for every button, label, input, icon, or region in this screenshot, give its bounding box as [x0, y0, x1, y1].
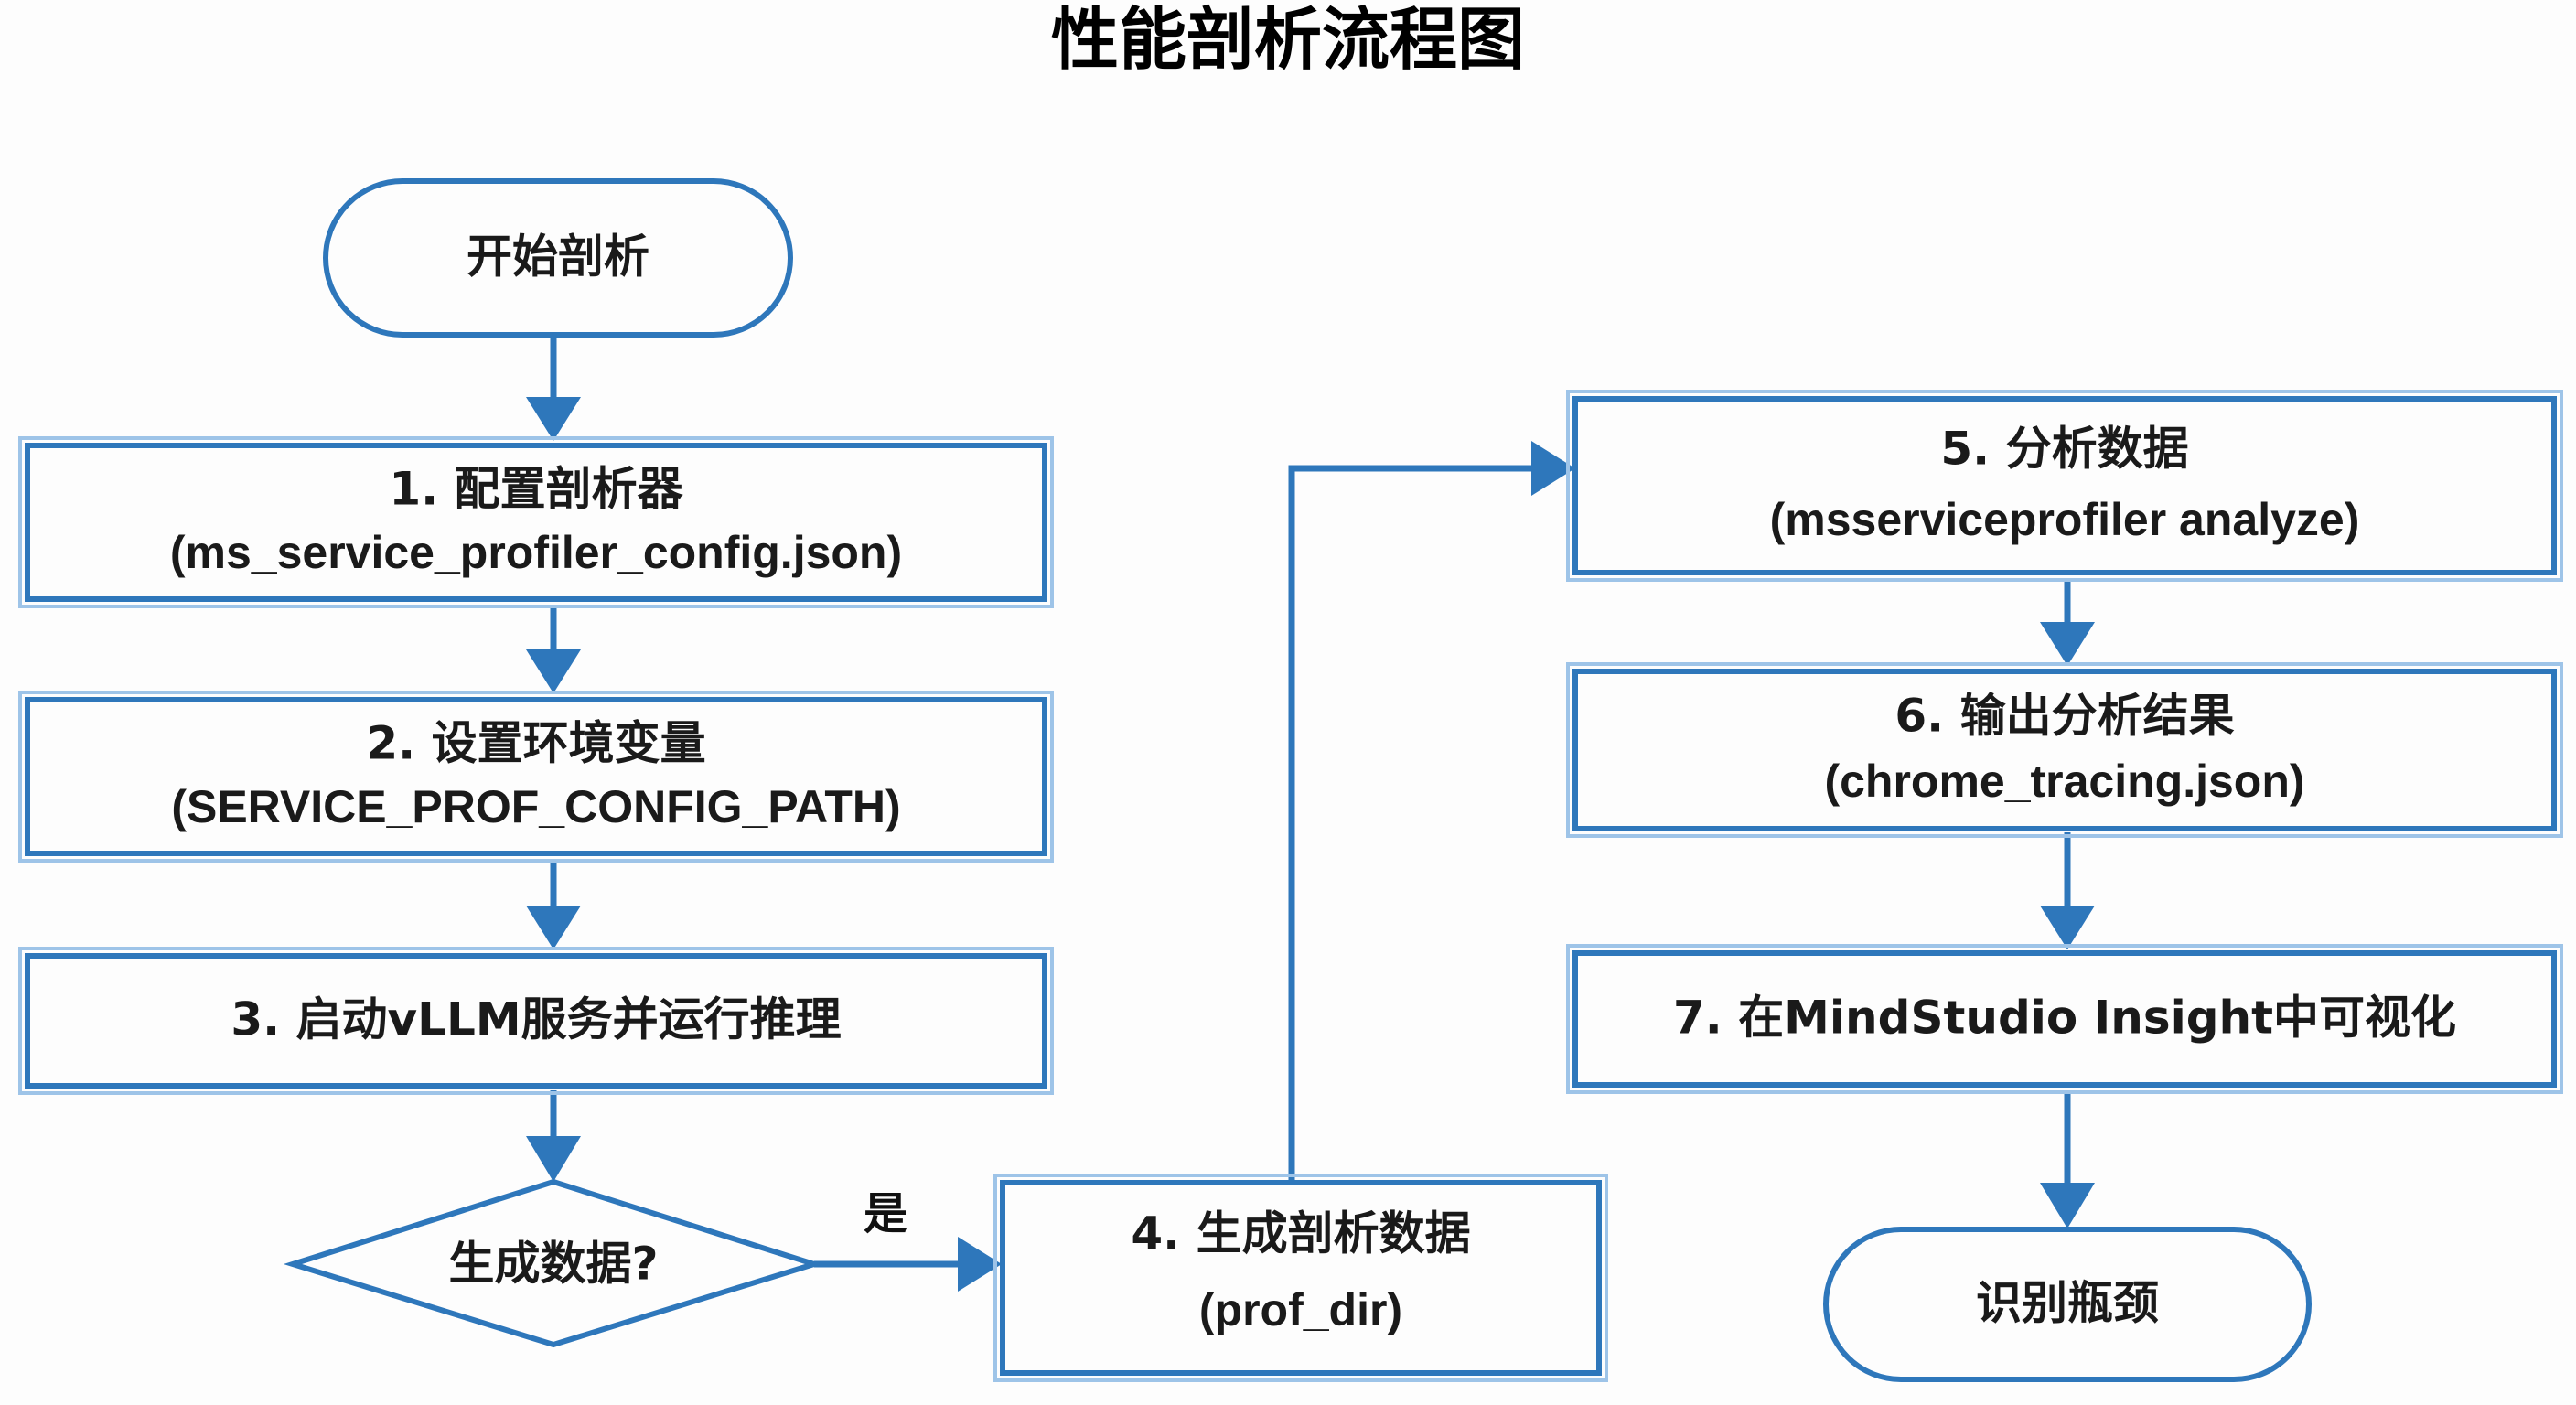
node-step5-label-line1: 5. 分析数据	[1940, 423, 2188, 476]
node-end[interactable]: 识别瓶颈	[1823, 1227, 2312, 1382]
node-step1-label-line1: 1. 配置剖析器	[389, 463, 683, 516]
edges-group: 是	[526, 335, 2095, 1292]
node-step2-label-line1: 2. 设置环境变量	[366, 717, 705, 770]
node-step3-label: 3. 启动vLLM服务并运行推理	[231, 993, 841, 1046]
node-step2-label-line2: (SERVICE_PROF_CONFIG_PATH)	[171, 781, 900, 832]
edge-step6-to-step7	[2040, 832, 2095, 949]
page-title: 性能剖析流程图	[1051, 1, 1525, 80]
node-step5-label-line2: (msserviceprofiler analyze)	[1770, 494, 2360, 545]
edge-decision-to-step4	[814, 1237, 1002, 1292]
node-step6[interactable]: 6. 输出分析结果 (chrome_tracing.json)	[1566, 662, 2563, 838]
node-decision-generate-data[interactable]: 生成数据?	[283, 1178, 824, 1348]
node-step1[interactable]: 1. 配置剖析器 (ms_service_profiler_config.jso…	[18, 436, 1054, 608]
node-decision-label: 生成数据?	[448, 1238, 658, 1291]
edge-start-to-step1	[526, 335, 581, 441]
edge-step4-to-step5	[1288, 441, 1575, 1182]
edge-step7-to-end	[2040, 1090, 2095, 1228]
edge-step3-to-decision	[526, 1090, 581, 1182]
node-step5[interactable]: 5. 分析数据 (msserviceprofiler analyze)	[1566, 390, 2563, 582]
edge-step5-to-step6	[2040, 578, 2095, 666]
node-step1-label-line2: (ms_service_profiler_config.json)	[170, 527, 902, 578]
node-step7-label: 7. 在MindStudio Insight中可视化	[1673, 992, 2456, 1045]
node-step7[interactable]: 7. 在MindStudio Insight中可视化	[1566, 944, 2563, 1094]
node-end-label: 识别瓶颈	[1976, 1277, 2159, 1330]
node-start-label: 开始剖析	[467, 231, 649, 284]
node-step4-label-line1: 4. 生成剖析数据	[1131, 1207, 1470, 1260]
edge-step1-to-step2	[526, 606, 581, 693]
node-step3[interactable]: 3. 启动vLLM服务并运行推理	[18, 947, 1054, 1095]
node-start[interactable]: 开始剖析	[323, 178, 793, 338]
node-step2[interactable]: 2. 设置环境变量 (SERVICE_PROF_CONFIG_PATH)	[18, 691, 1054, 863]
node-step4-label-line2: (prof_dir)	[1199, 1284, 1402, 1335]
edge-label-yes: 是	[864, 1188, 907, 1239]
node-step4[interactable]: 4. 生成剖析数据 (prof_dir)	[993, 1174, 1608, 1382]
node-step6-label-line1: 6. 输出分析结果	[1894, 690, 2234, 743]
edge-step2-to-step3	[526, 860, 581, 949]
node-step6-label-line2: (chrome_tracing.json)	[1824, 756, 2304, 807]
